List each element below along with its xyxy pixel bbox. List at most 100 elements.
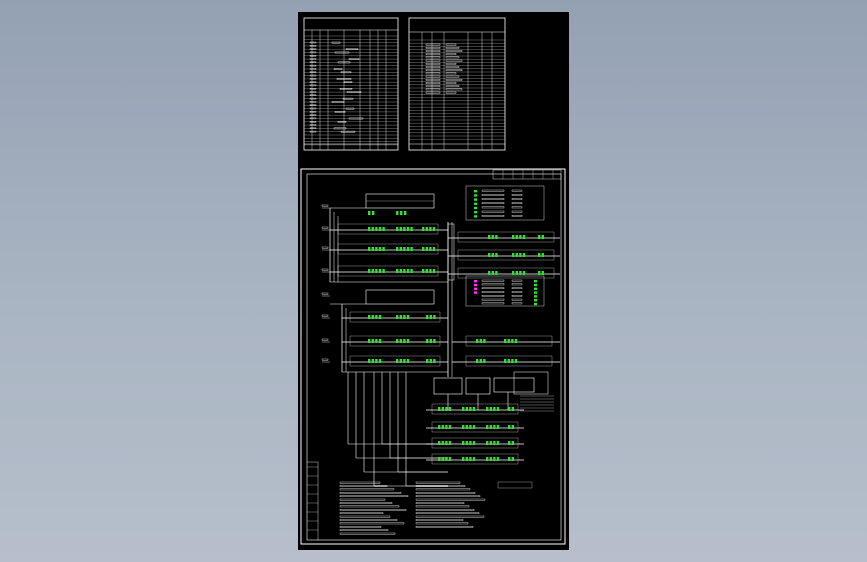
device-mark xyxy=(488,271,491,275)
device-mark xyxy=(511,339,514,343)
device-mark xyxy=(465,441,468,445)
device-mark xyxy=(469,407,472,411)
device-mark xyxy=(441,441,444,445)
device-mark xyxy=(476,339,479,343)
device-mark xyxy=(515,271,518,275)
device-mark xyxy=(472,407,476,411)
legend-swatch xyxy=(474,283,477,287)
device-mark xyxy=(406,227,410,231)
device-mark xyxy=(382,269,385,273)
device-mark xyxy=(399,339,402,343)
device-mark xyxy=(396,359,399,363)
cad-drawing-sheet[interactable] xyxy=(298,12,569,550)
device-mark xyxy=(371,359,374,363)
device-mark xyxy=(371,227,374,231)
device-mark xyxy=(445,441,448,445)
device-mark xyxy=(472,425,476,429)
device-mark xyxy=(489,457,492,461)
device-mark xyxy=(448,441,452,445)
device-mark xyxy=(534,287,537,290)
device-mark xyxy=(382,227,385,231)
device-mark xyxy=(508,407,511,411)
legend-swatch xyxy=(474,280,477,283)
device-mark xyxy=(445,407,448,411)
device-mark xyxy=(474,211,477,214)
device-mark xyxy=(474,215,477,218)
device-mark xyxy=(448,407,452,411)
device-mark xyxy=(396,227,399,231)
device-mark xyxy=(445,457,448,461)
device-mark xyxy=(399,227,402,231)
device-mark xyxy=(538,235,541,239)
device-mark xyxy=(404,211,407,215)
device-mark xyxy=(465,407,468,411)
device-mark xyxy=(522,271,526,275)
device-mark xyxy=(534,302,537,306)
device-mark xyxy=(399,247,402,251)
device-mark xyxy=(507,339,510,343)
device-mark xyxy=(399,359,402,363)
device-mark xyxy=(489,407,492,411)
device-mark xyxy=(507,359,510,363)
device-mark xyxy=(465,425,468,429)
device-mark xyxy=(432,247,436,251)
device-mark xyxy=(534,280,537,283)
device-mark xyxy=(534,283,537,287)
device-mark xyxy=(403,315,406,319)
device-mark xyxy=(433,315,436,319)
device-mark xyxy=(429,315,432,319)
device-mark xyxy=(476,359,479,363)
device-mark xyxy=(368,339,371,343)
device-mark xyxy=(429,359,432,363)
device-mark xyxy=(441,457,444,461)
device-mark xyxy=(399,269,402,273)
device-mark xyxy=(375,339,378,343)
device-mark xyxy=(495,235,498,239)
device-mark xyxy=(368,247,371,251)
device-mark xyxy=(491,271,494,275)
device-mark xyxy=(368,359,371,363)
device-mark xyxy=(422,227,425,231)
device-mark xyxy=(368,315,371,319)
device-mark xyxy=(462,457,465,461)
device-mark xyxy=(396,269,399,273)
device-mark xyxy=(368,269,371,273)
device-mark xyxy=(496,407,500,411)
device-mark xyxy=(469,425,472,429)
device-mark xyxy=(496,457,500,461)
device-mark xyxy=(504,359,507,363)
device-mark xyxy=(396,315,399,319)
device-mark xyxy=(472,441,476,445)
device-mark xyxy=(429,339,432,343)
device-mark xyxy=(441,407,444,411)
device-mark xyxy=(368,227,371,231)
device-mark xyxy=(488,253,491,257)
device-mark xyxy=(489,425,492,429)
device-mark xyxy=(522,235,526,239)
device-mark xyxy=(433,339,436,343)
device-mark xyxy=(403,269,406,273)
device-mark xyxy=(511,457,514,461)
device-mark xyxy=(378,227,382,231)
legend-swatch xyxy=(474,287,477,290)
device-mark xyxy=(375,269,378,273)
device-mark xyxy=(378,269,382,273)
device-mark xyxy=(486,441,489,445)
device-mark xyxy=(396,247,399,251)
device-mark xyxy=(515,253,518,257)
device-mark xyxy=(438,425,441,429)
device-mark xyxy=(519,253,522,257)
device-mark xyxy=(432,227,436,231)
device-mark xyxy=(512,235,515,239)
device-mark xyxy=(474,202,477,205)
device-mark xyxy=(493,441,496,445)
device-mark xyxy=(406,247,410,251)
device-mark xyxy=(534,291,537,294)
device-mark xyxy=(422,247,425,251)
legend-swatch xyxy=(474,291,477,294)
device-mark xyxy=(469,457,472,461)
device-mark xyxy=(406,339,410,343)
device-mark xyxy=(426,339,429,343)
device-mark xyxy=(378,359,382,363)
device-mark xyxy=(534,295,537,298)
